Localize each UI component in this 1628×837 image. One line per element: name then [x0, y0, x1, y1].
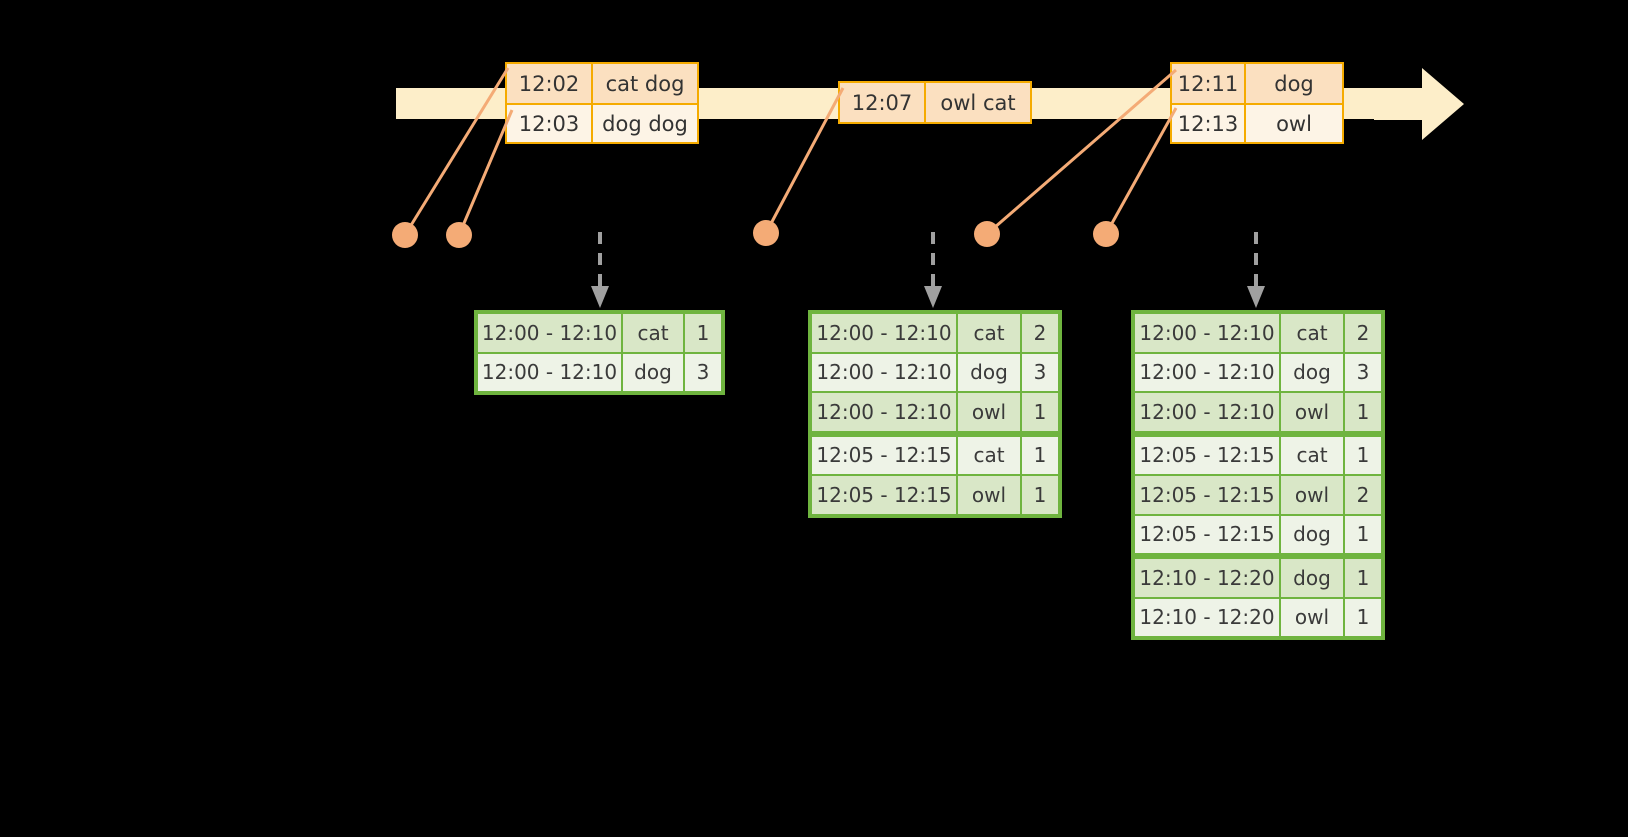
- cell-count: 3: [685, 353, 721, 391]
- cell-count: 2: [1022, 314, 1058, 352]
- cell-key: dog: [1281, 353, 1343, 391]
- cell-count: 1: [1022, 436, 1058, 474]
- cell-count: 2: [1345, 314, 1381, 352]
- cell-key: cat: [1281, 436, 1343, 474]
- cell-key: dog: [958, 353, 1020, 391]
- event-value: owl cat: [926, 83, 1030, 122]
- cell-key: cat: [958, 314, 1020, 352]
- timeline-event-row: 12:02 cat dog: [507, 64, 697, 103]
- event-time: 12:02: [507, 64, 593, 103]
- cell-count: 1: [1345, 393, 1381, 431]
- cell-key: cat: [1281, 314, 1343, 352]
- cell-window: 12:00 - 12:10: [1135, 353, 1279, 391]
- event-value: dog dog: [593, 105, 697, 142]
- cell-window: 12:00 - 12:10: [478, 314, 621, 352]
- cell-key: cat: [623, 314, 683, 352]
- cell-window: 12:05 - 12:15: [1135, 476, 1279, 514]
- cell-count: 3: [1345, 353, 1381, 391]
- cell-window: 12:10 - 12:20: [1135, 598, 1279, 636]
- cell-key: owl: [958, 393, 1020, 431]
- cell-window: 12:10 - 12:20: [1135, 559, 1279, 597]
- cell-window: 12:05 - 12:15: [1135, 436, 1279, 474]
- cell-window: 12:05 - 12:15: [1135, 515, 1279, 553]
- connector-dot-5: [1093, 221, 1119, 247]
- timeline-event-group-3: 12:11 dog 12:13 owl: [1170, 62, 1344, 144]
- event-value: dog: [1246, 64, 1342, 103]
- cell-window: 12:00 - 12:10: [812, 314, 956, 352]
- timeline-event-group-1: 12:02 cat dog 12:03 dog dog: [505, 62, 699, 144]
- flow-arrow-2: [922, 232, 944, 310]
- cell-count: 1: [1022, 476, 1058, 514]
- cell-window: 12:00 - 12:10: [812, 353, 956, 391]
- cell-count: 1: [1345, 559, 1381, 597]
- cell-window: 12:00 - 12:10: [1135, 393, 1279, 431]
- connector-dot-3: [753, 220, 779, 246]
- cell-count: 1: [685, 314, 721, 352]
- cell-key: owl: [1281, 393, 1343, 431]
- cell-key: dog: [1281, 559, 1343, 597]
- event-time: 12:07: [840, 83, 926, 122]
- cell-key: cat: [958, 436, 1020, 474]
- cell-window: 12:00 - 12:10: [1135, 314, 1279, 352]
- cell-key: owl: [1281, 598, 1343, 636]
- timeline-event-row: 12:13 owl: [1172, 103, 1342, 142]
- timeline-event-group-2: 12:07 owl cat: [838, 81, 1032, 124]
- cell-count: 3: [1022, 353, 1058, 391]
- timeline-event-row: 12:03 dog dog: [507, 103, 697, 142]
- cell-count: 1: [1345, 598, 1381, 636]
- flow-arrow-1: [589, 232, 611, 310]
- cell-key: owl: [1281, 476, 1343, 514]
- cell-count: 1: [1022, 393, 1058, 431]
- connector-dot-5-line: [1104, 107, 1178, 235]
- cell-key: dog: [623, 353, 683, 391]
- flow-arrow-3: [1245, 232, 1267, 310]
- event-value: owl: [1246, 105, 1342, 142]
- cell-window: 12:00 - 12:10: [478, 353, 621, 391]
- connector-dot-4: [974, 221, 1000, 247]
- cell-window: 12:00 - 12:10: [812, 393, 956, 431]
- cell-count: 1: [1345, 515, 1381, 553]
- connector-dot-2: [446, 222, 472, 248]
- cell-count: 2: [1345, 476, 1381, 514]
- connector-dot-1: [392, 222, 418, 248]
- cell-window: 12:05 - 12:15: [812, 476, 956, 514]
- event-value: cat dog: [593, 64, 697, 103]
- cell-window: 12:05 - 12:15: [812, 436, 956, 474]
- timeline-event-row: 12:11 dog: [1172, 64, 1342, 103]
- event-time: 12:13: [1172, 105, 1246, 142]
- cell-key: owl: [958, 476, 1020, 514]
- event-time: 12:03: [507, 105, 593, 142]
- event-time: 12:11: [1172, 64, 1246, 103]
- cell-count: 1: [1345, 436, 1381, 474]
- timeline-event-row: 12:07 owl cat: [840, 83, 1030, 122]
- cell-key: dog: [1281, 515, 1343, 553]
